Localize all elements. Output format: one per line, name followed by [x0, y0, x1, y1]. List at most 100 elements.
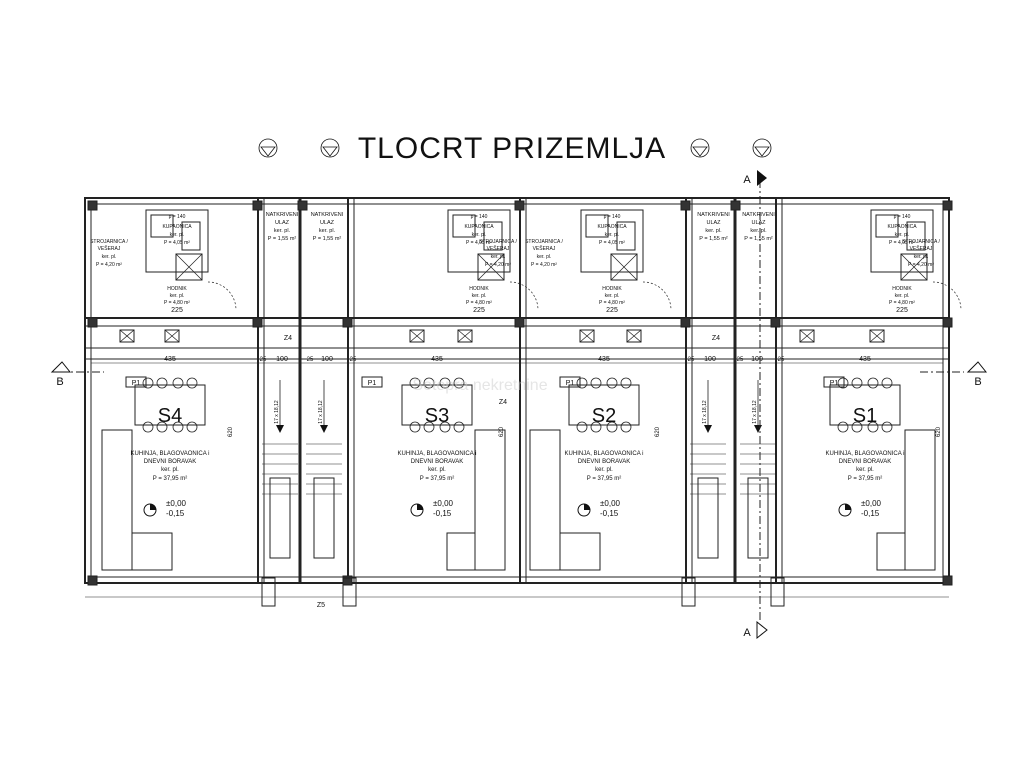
- chair: [186, 421, 198, 433]
- chair: [172, 377, 184, 389]
- utility-floor: ker. pl.: [491, 254, 506, 260]
- stair-landing: [269, 477, 291, 559]
- room-tag: [125, 376, 147, 388]
- chair: [439, 421, 451, 433]
- room-tag: [559, 376, 581, 388]
- chair: [620, 421, 632, 433]
- chair: [837, 421, 849, 433]
- utility-label-2: VEŠERAJ: [533, 245, 556, 252]
- entrance-floor: ker. pl.: [705, 228, 722, 234]
- utility-floor: ker. pl.: [537, 254, 552, 260]
- stair-label: 17 x 18,12: [274, 400, 280, 424]
- room-floor: ker. pl.: [856, 467, 874, 473]
- dimension-width: 435: [431, 356, 443, 363]
- dimension-width: 435: [164, 356, 176, 363]
- entrance-label: NATKRIVENI: [697, 212, 730, 218]
- dimension-wall: 25: [260, 357, 267, 363]
- toilet-fixture: [483, 221, 503, 251]
- counter-fixture: [409, 329, 425, 343]
- sofa-chaise: [559, 532, 601, 571]
- shower-tray: [452, 214, 476, 238]
- room-tag-label: P1: [566, 380, 575, 387]
- chair: [620, 377, 632, 389]
- toilet-fixture: [616, 221, 636, 251]
- dimension-wall: 25: [307, 357, 314, 363]
- dimension-depth: 620: [499, 426, 505, 437]
- bathroom-label: KUPAONICA: [887, 224, 917, 230]
- dimension-depth: 620: [936, 426, 942, 437]
- level-top: ±0,00: [600, 499, 621, 508]
- fixture-cross: [579, 329, 595, 343]
- entrance-step: [342, 577, 357, 607]
- hallway-stair-box: [477, 253, 505, 281]
- utility-area: P = 4,20 m²: [908, 262, 934, 268]
- sofa: [904, 429, 936, 571]
- section-arrow-b-left: [50, 361, 72, 373]
- door-width-label: p = 140: [604, 214, 621, 220]
- structural-column: [297, 200, 308, 211]
- entrance-step: [261, 577, 276, 607]
- dimension-corridor: 100: [276, 356, 288, 363]
- stair-landing: [747, 477, 769, 559]
- dimension-corridor: 100: [321, 356, 333, 363]
- entry-arrow: [692, 146, 708, 157]
- utility-area: P = 4,20 m²: [96, 262, 122, 268]
- room-name: KUHINJA, BLAGOVAONICA i: [826, 451, 905, 457]
- watermark: Sotopra nekretnine: [412, 377, 547, 394]
- counter-fixture: [457, 329, 473, 343]
- bathroom-floor: ker. pl.: [170, 232, 185, 238]
- dimension-z4: Z4: [284, 335, 292, 342]
- counter-fixture: [579, 329, 595, 343]
- unit-label: S4: [158, 405, 182, 427]
- hallway-area: P = 4,80 m²: [466, 300, 492, 306]
- level-bottom: -0,15: [433, 509, 452, 518]
- stair-arrow: [704, 425, 712, 433]
- toilet-fixture: [181, 221, 201, 251]
- dimension-width: 435: [859, 356, 871, 363]
- entry-marker: [320, 138, 340, 158]
- bathroom-outline: [870, 209, 934, 273]
- hallway-area: P = 4,80 m²: [164, 300, 190, 306]
- structural-column: [342, 575, 353, 586]
- bathroom-area: P = 4,05 m²: [164, 240, 190, 246]
- entrance-step: [681, 577, 696, 607]
- hallway-label: HODNIK: [167, 286, 187, 292]
- chair: [867, 377, 879, 389]
- chair: [172, 421, 184, 433]
- hallway-stair-box: [610, 253, 638, 281]
- bathroom-area: P = 4,05 m²: [599, 240, 625, 246]
- structural-column: [87, 575, 98, 586]
- dimension-wall: 25: [778, 357, 785, 363]
- entrance-area: P = 1,55 m²: [699, 236, 728, 242]
- utility-label-2: VEŠERAJ: [98, 245, 121, 252]
- dining-table: [829, 384, 901, 426]
- structural-column: [342, 317, 353, 328]
- chair: [142, 421, 154, 433]
- entrance-floor: ker. pl.: [274, 228, 291, 234]
- unit-label: S3: [425, 405, 449, 427]
- stair-label: 17 x 18,12: [752, 400, 758, 424]
- entry-marker: [258, 138, 278, 158]
- fixture-cross: [164, 329, 180, 343]
- bathroom-label: KUPAONICA: [597, 224, 627, 230]
- room-area: P = 37,95 m²: [848, 476, 882, 482]
- utility-area: P = 4,20 m²: [485, 262, 511, 268]
- dimension-hall: 225: [171, 307, 183, 314]
- entrance-area: P = 1,55 m²: [313, 236, 342, 242]
- sofa: [529, 429, 561, 571]
- level-top: ±0,00: [433, 499, 454, 508]
- sofa-chaise: [131, 532, 173, 571]
- hallway-floor: ker. pl.: [605, 293, 620, 299]
- section-arrow-a-bottom: [756, 620, 768, 640]
- door-width-label: p = 140: [169, 214, 186, 220]
- stair-arrow: [276, 425, 284, 433]
- utility-floor: ker. pl.: [914, 254, 929, 260]
- structural-column: [514, 317, 525, 328]
- dimension-z4: Z4: [499, 399, 507, 406]
- stair-landing: [697, 477, 719, 559]
- entrance-step: [770, 577, 785, 607]
- shower-tray: [875, 214, 899, 238]
- chair: [576, 377, 588, 389]
